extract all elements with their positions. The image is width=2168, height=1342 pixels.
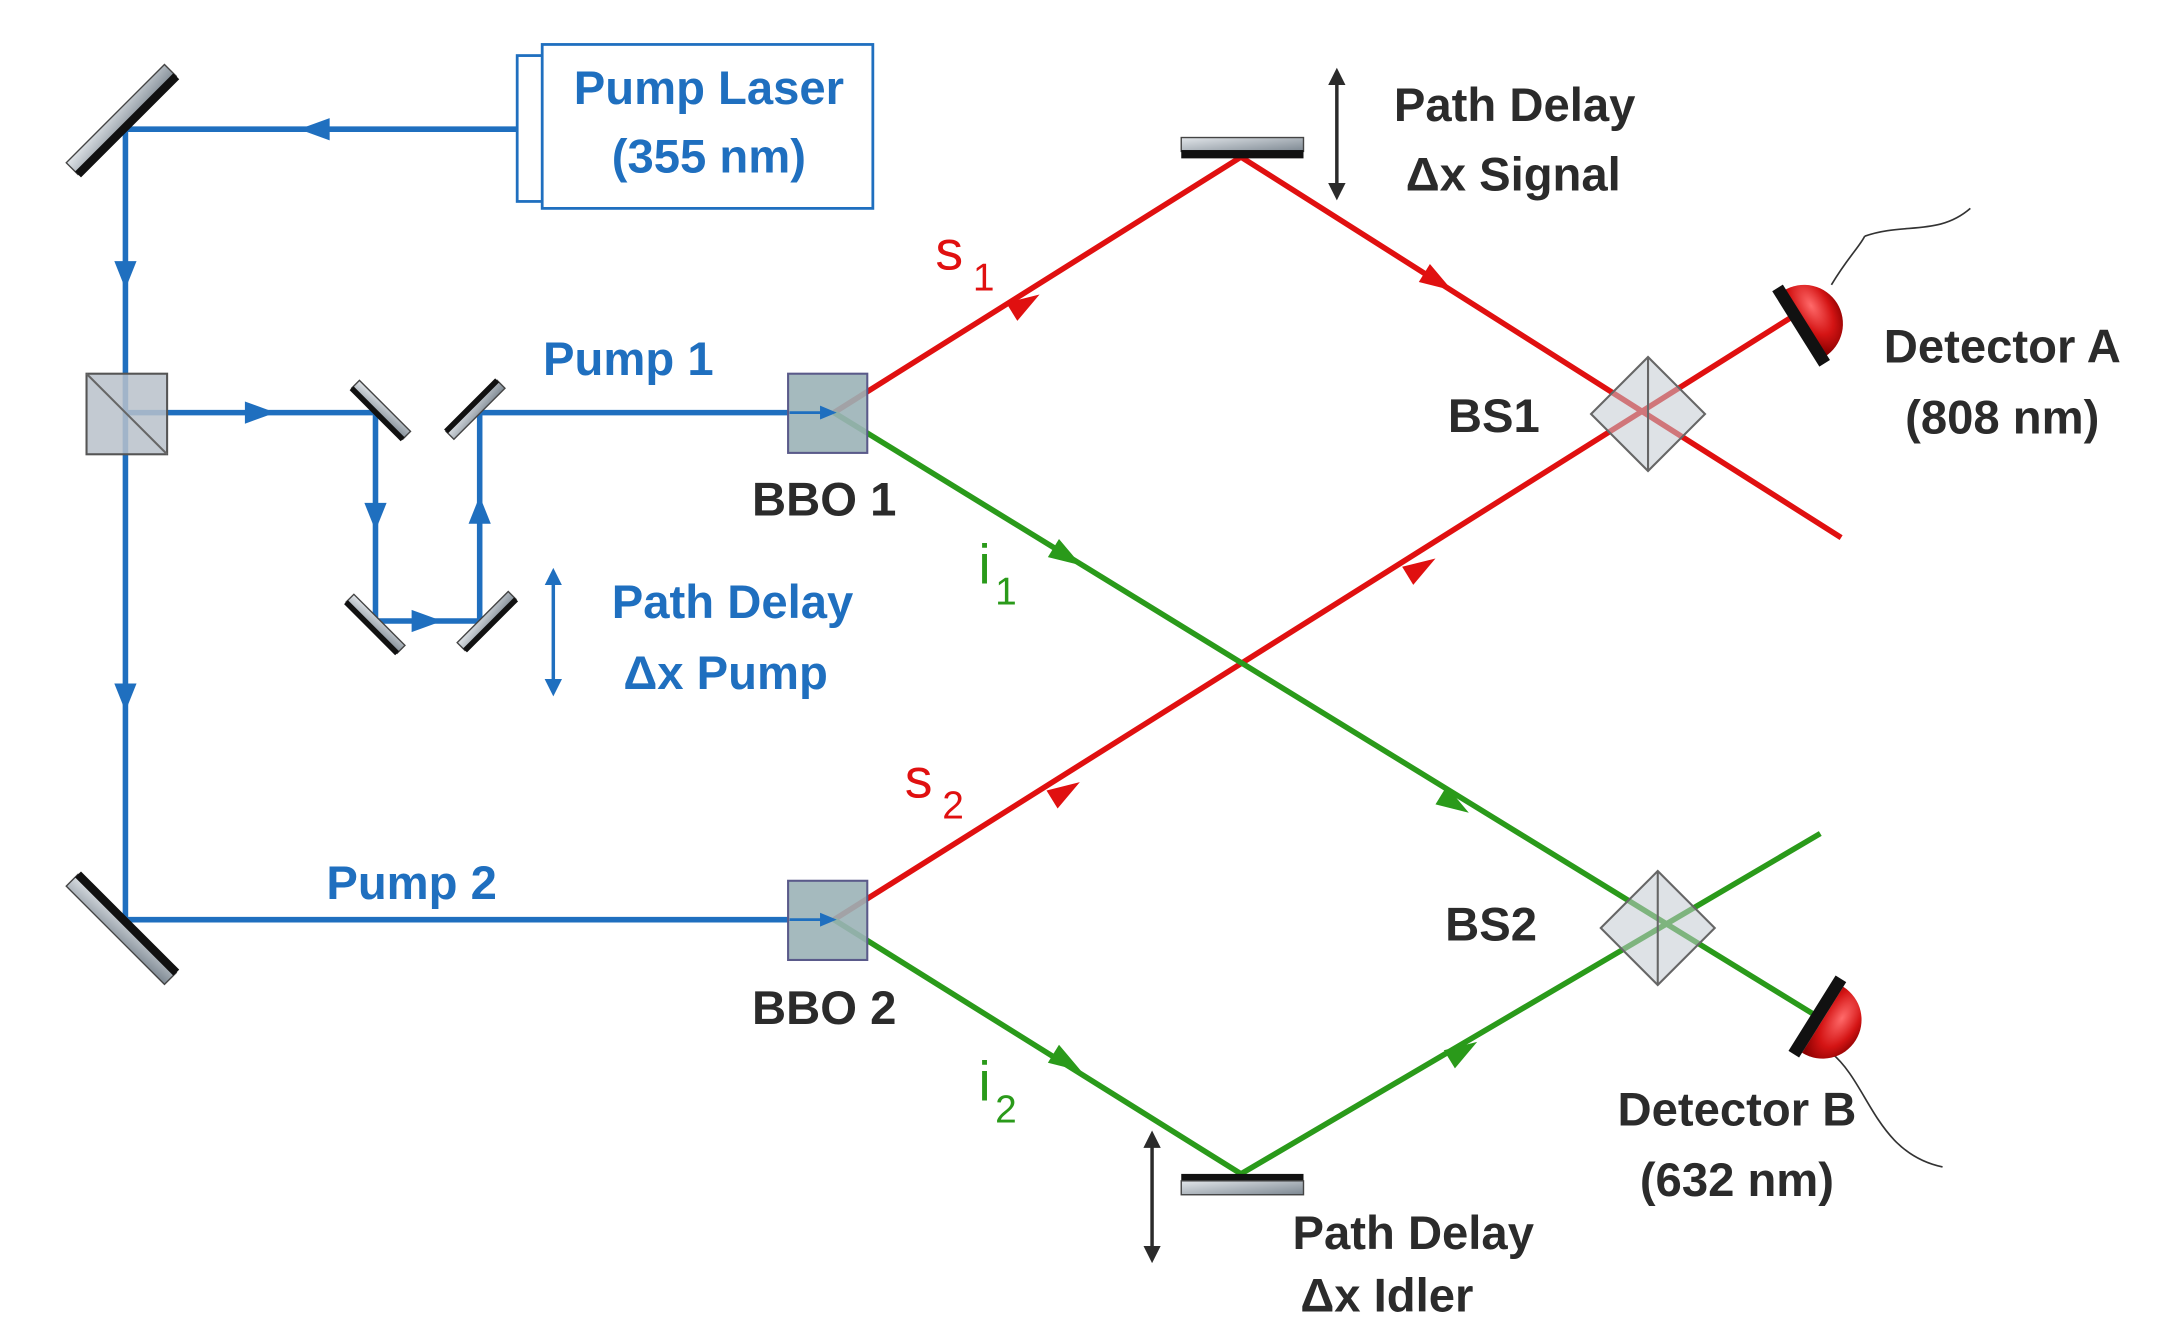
bbo2-crystal [787, 879, 869, 962]
mirror-top-left [65, 63, 180, 178]
i2-label-sub: 2 [995, 1089, 1017, 1132]
delay-idler-label-line1: Path Delay [1293, 1207, 1534, 1260]
detector-b-label-line1: Detector B [1618, 1083, 1857, 1136]
pump-laser-label-line2: (355 nm) [612, 130, 806, 183]
mirror-bottom-left [65, 871, 180, 986]
s1-label: s 1 [935, 220, 994, 300]
delay-signal-label-line2: Δx Signal [1406, 148, 1621, 201]
pump-beamsplitter [85, 372, 169, 456]
s2-label: s 2 [905, 747, 964, 827]
detector-a [1772, 207, 1971, 367]
bs2-beamsplitter [1599, 869, 1717, 987]
pump2-label: Pump 2 [326, 857, 497, 910]
delay-signal-label-line1: Path Delay [1394, 79, 1635, 132]
mirror-idler-delay [1180, 1173, 1305, 1196]
mirror-delay-3 [456, 590, 519, 653]
detector-a-label-line2: (808 nm) [1905, 391, 2099, 444]
delay-pump-label-line2: Δx Pump [623, 647, 827, 700]
pump-beam-arrows [114, 118, 491, 712]
bbo2-label: BBO 2 [752, 982, 896, 1035]
mirror-delay-1 [349, 379, 412, 442]
s1-label-sub: 1 [973, 256, 995, 299]
i1-label-base: i [978, 533, 990, 595]
idler-arrows [1047, 539, 1478, 1072]
signal-beam-s1 [832, 153, 1843, 540]
detector-b-label-line2: (632 nm) [1640, 1154, 1834, 1207]
i2-label: i 2 [978, 1050, 1016, 1131]
delay-idler-label-line2: Δx Idler [1300, 1269, 1473, 1322]
i2-label-base: i [978, 1050, 990, 1112]
s1-label-base: s [935, 220, 963, 282]
delay-pump-label-line1: Path Delay [612, 576, 853, 629]
bs1-beamsplitter [1589, 355, 1707, 473]
mirror-signal-delay [1180, 136, 1305, 159]
mirror-delay-4 [444, 378, 506, 441]
pump-laser: Pump Laser (355 nm) [515, 43, 875, 210]
bbo1-crystal [787, 372, 869, 454]
bs2-label: BS2 [1445, 899, 1537, 952]
mirror-delay-2 [344, 593, 406, 656]
i1-label: i 1 [978, 533, 1016, 613]
pump-beams [122, 126, 789, 923]
s2-label-sub: 2 [942, 784, 964, 827]
bbo1-label: BBO 1 [752, 473, 896, 526]
s2-label-base: s [905, 747, 933, 809]
signal-arrows [1006, 263, 1453, 809]
detector-a-label-line1: Detector A [1884, 321, 2121, 374]
bs1-label: BS1 [1448, 390, 1540, 443]
i1-label-sub: 1 [995, 570, 1017, 613]
detector-b [1788, 975, 1943, 1168]
pump1-label: Pump 1 [543, 333, 714, 386]
pump-beam-main [122, 126, 789, 923]
pump-laser-label-line1: Pump Laser [574, 62, 844, 115]
